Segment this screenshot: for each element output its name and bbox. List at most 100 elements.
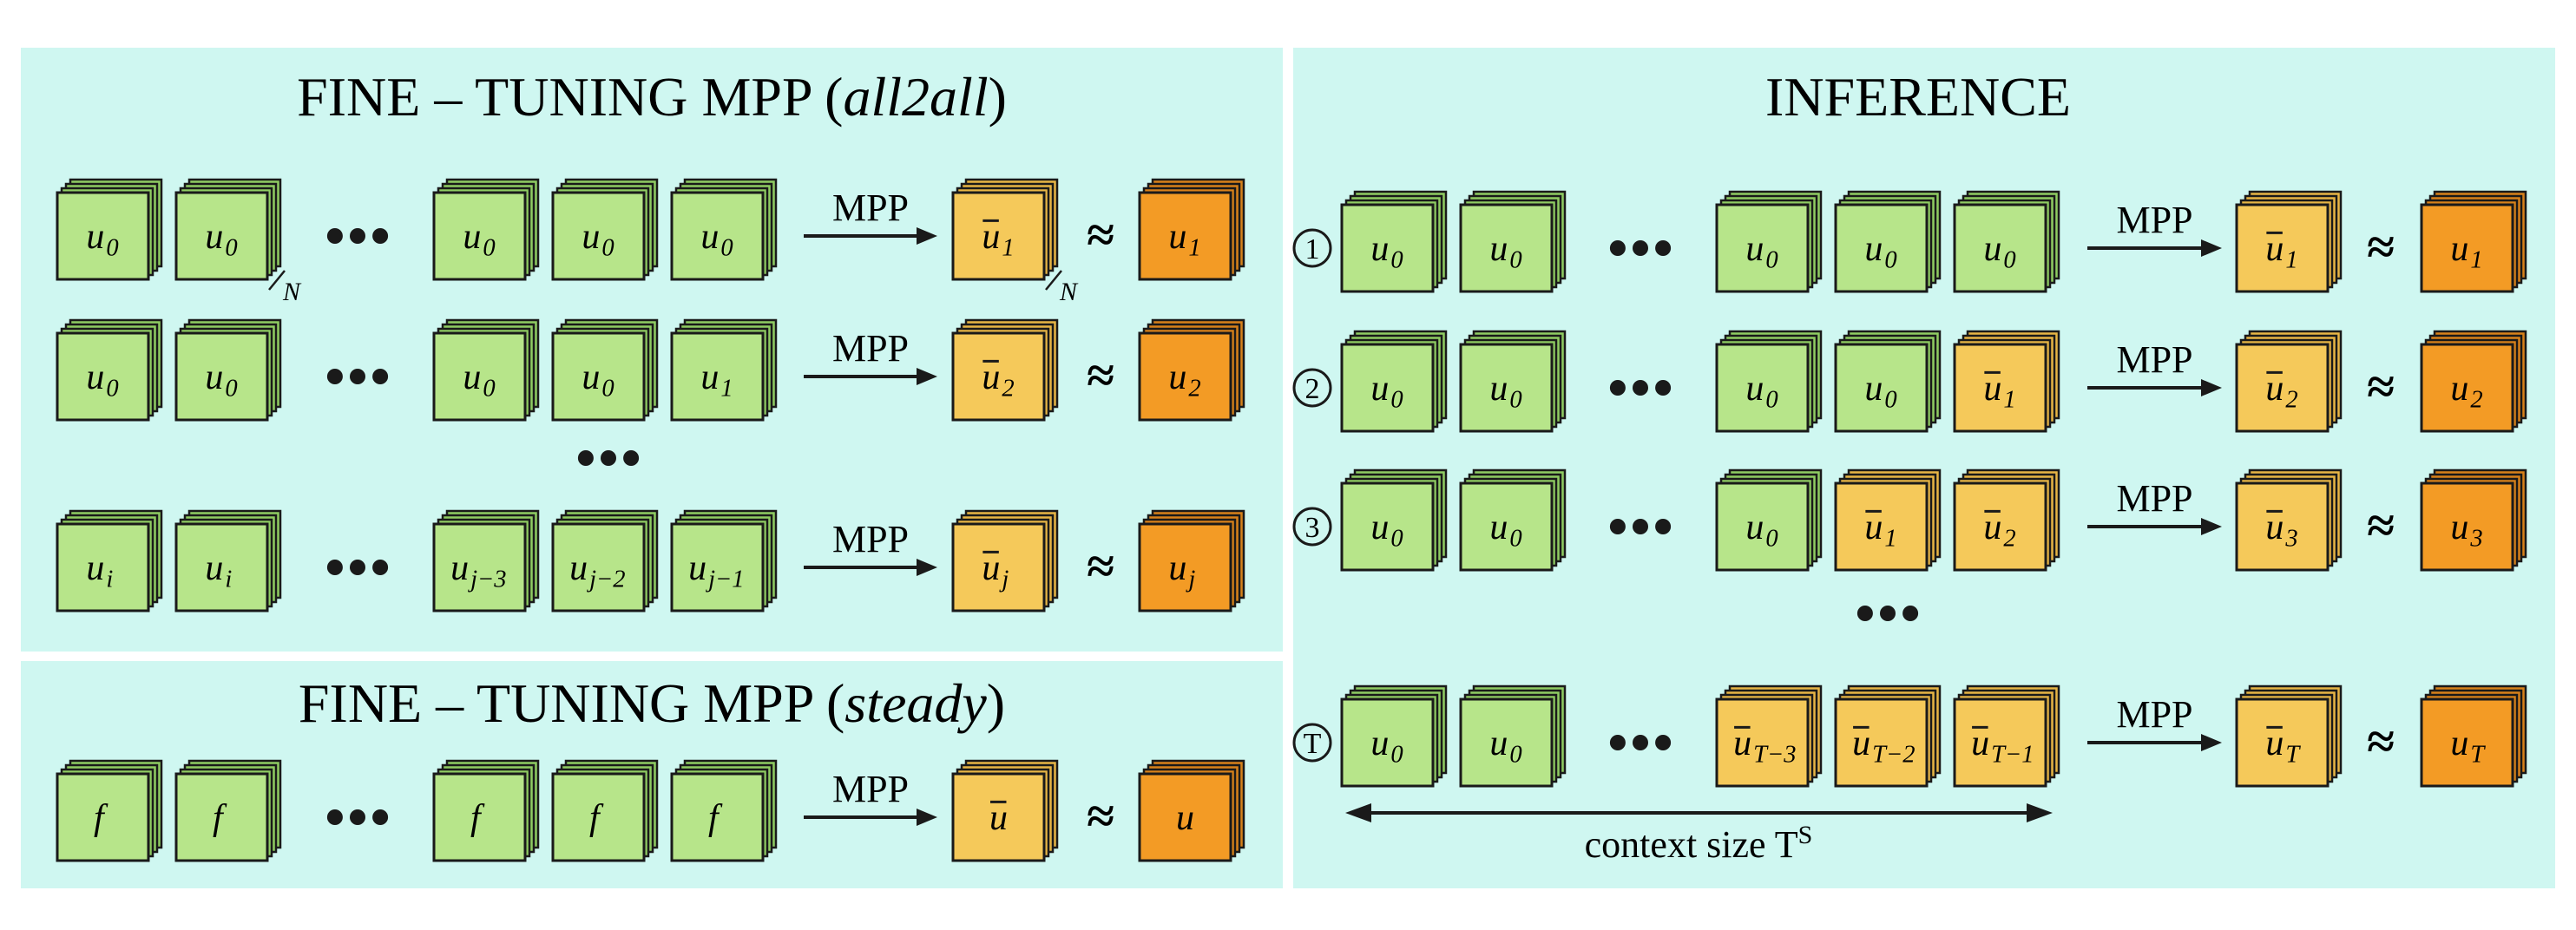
target-tile: u1: [2420, 190, 2527, 293]
n-label: N: [282, 278, 302, 306]
cell-variable-label: u1: [2265, 229, 2297, 273]
ellipsis-dots: [326, 369, 389, 384]
input-tile: u0: [1340, 330, 1448, 433]
step-circle: [1292, 368, 1332, 408]
tile-face: [2235, 343, 2330, 433]
tile-face: [551, 331, 646, 422]
step-circle: [1292, 723, 1332, 763]
context-arrowhead-right: [2027, 803, 2053, 822]
mpp-arrow: MPP: [2087, 338, 2222, 396]
dot: [1633, 519, 1648, 534]
ellipsis-dots: [1609, 380, 1672, 396]
dot: [1856, 606, 1873, 621]
input-tile: u0: [56, 318, 163, 422]
prediction-tile: uT−2: [1834, 684, 1942, 788]
step-label: 2: [1305, 373, 1320, 405]
cell-variable-label: u2: [2265, 369, 2297, 413]
input-tile: f: [432, 759, 540, 862]
approx-symbol: ≈: [1087, 788, 1114, 844]
prediction-tile: uj: [951, 509, 1059, 612]
step-number: 2: [1292, 368, 1332, 408]
cell-variable-label: u0: [1745, 369, 1778, 413]
cell-variable-label: u0: [1745, 229, 1778, 273]
tile-face: [432, 331, 527, 422]
arrowhead: [917, 809, 937, 826]
input-tile: f: [551, 759, 659, 862]
prediction-tile: u: [951, 759, 1059, 862]
tile-face: [1953, 481, 2047, 572]
tile-face: [2235, 203, 2330, 293]
arrow-label: MPP: [2116, 693, 2192, 736]
cell-variable-label: u: [1176, 798, 1194, 838]
prediction-tile: uT−1: [1953, 684, 2060, 788]
input-tile: u0: [1834, 330, 1942, 433]
cell-variable-label: u0: [1489, 724, 1521, 768]
prediction-tile: u1: [1834, 468, 1942, 572]
tile-face: [1715, 481, 1810, 572]
tile-face: [551, 772, 646, 862]
tile-face: [1834, 698, 1929, 788]
ellipsis-dots: [326, 560, 389, 575]
dot: [623, 450, 640, 466]
prediction-tile: uT: [2235, 684, 2343, 788]
input-tile: ui: [56, 509, 163, 612]
mpp-arrow: MPP: [2087, 693, 2222, 751]
dot: [1609, 380, 1626, 396]
tile-face: [1953, 203, 2047, 293]
cell-variable-label: u0: [1864, 229, 1896, 273]
prediction-tile: uT−3: [1715, 684, 1823, 788]
tile-face: [551, 522, 646, 612]
input-tile: ui: [174, 509, 282, 612]
input-tile: uj−1: [670, 509, 778, 612]
cell-variable-label: u0: [86, 217, 118, 261]
cell-variable-label: ui: [205, 548, 232, 593]
mpp-arrow: MPP: [804, 187, 937, 245]
tile-face: [1459, 343, 1554, 433]
tile-face: [951, 191, 1046, 281]
prediction-tile: u2: [2235, 330, 2343, 433]
dot: [601, 450, 616, 466]
cell-variable-label: uj−1: [688, 548, 744, 593]
dot: [1609, 735, 1626, 750]
cell-variable-label: u1: [1983, 369, 2015, 413]
arrow-label: MPP: [832, 187, 909, 229]
cell-variable-label: uT−2: [1852, 724, 1915, 768]
n-slash: [1045, 270, 1062, 291]
cell-variable-label: u0: [463, 217, 495, 261]
input-tile: u0: [1459, 468, 1567, 572]
cell-variable-label: u0: [1489, 229, 1521, 273]
context-size-indicator: context size TS: [1345, 803, 2053, 866]
arrowhead: [917, 227, 937, 245]
tile-face: [1340, 203, 1435, 293]
input-tile: u0: [1715, 190, 1823, 293]
ellipsis-dots: [1609, 240, 1672, 256]
cell-variable-label: u1: [700, 357, 733, 402]
input-tile: f: [670, 759, 778, 862]
arrow-label: MPP: [2116, 338, 2192, 381]
tile-face: [670, 191, 765, 281]
mpp-arrow: MPP: [804, 327, 937, 385]
tile-face: [951, 772, 1046, 862]
dot: [372, 560, 389, 575]
input-tile: f: [174, 759, 282, 862]
dot: [1633, 240, 1648, 256]
tile-face: [1340, 698, 1435, 788]
tile-face: [1459, 698, 1554, 788]
target-tile: u2: [2420, 330, 2527, 433]
tile-face: [174, 191, 269, 281]
step-number: T: [1292, 723, 1332, 763]
tile-face: [56, 772, 150, 862]
cell-variable-label: u0: [1745, 508, 1778, 552]
mpp-arrow: MPP: [804, 768, 937, 826]
cell-variable-label: u0: [582, 217, 614, 261]
tile-face: [2420, 203, 2514, 293]
approx-symbol: ≈: [1087, 347, 1114, 403]
arrowhead: [917, 368, 937, 385]
ellipsis-dots: [1856, 606, 1919, 621]
dot: [1655, 380, 1672, 396]
